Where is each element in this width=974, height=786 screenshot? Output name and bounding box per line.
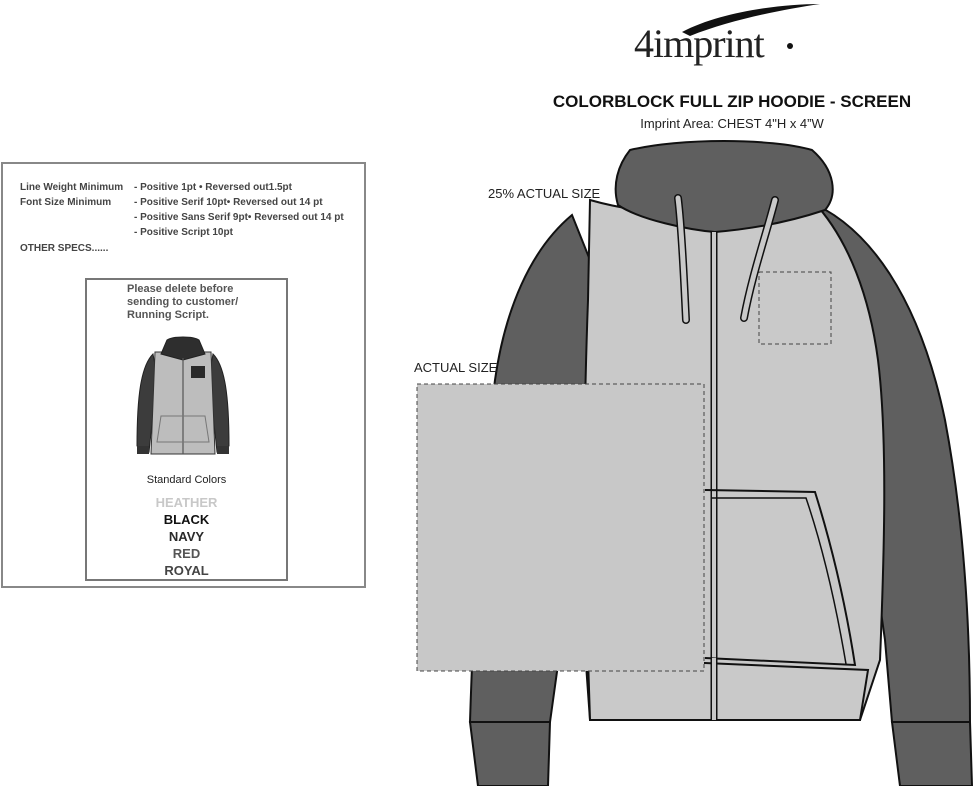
delete-note-line: sending to customer/ <box>127 296 239 308</box>
font-size-value-serif: - Positive Serif 10pt• Reversed out 14 p… <box>134 197 323 208</box>
spec-box: Line Weight Minimum - Positive 1pt • Rev… <box>1 162 366 588</box>
color-list: HEATHER BLACK NAVY RED ROYAL <box>87 494 286 579</box>
other-specs: OTHER SPECS...... <box>20 243 109 254</box>
color-heather: HEATHER <box>155 495 218 510</box>
imprint-area-text: Imprint Area: CHEST 4"H x 4”W <box>640 116 824 131</box>
quarter-size-label: 25% ACTUAL SIZE <box>488 186 601 201</box>
color-black: BLACK <box>163 512 210 527</box>
waistband <box>586 656 870 721</box>
font-size-label: Font Size Minimum <box>20 197 112 208</box>
company-logo: 4imprint <box>630 2 830 72</box>
delete-note-line: Running Script. <box>127 309 209 321</box>
standard-colors-label: Standard Colors <box>146 474 227 486</box>
font-size-value-script: - Positive Script 10pt <box>134 227 233 238</box>
delete-note-line: Please delete before <box>127 283 234 295</box>
logo-wordmark: 4imprint <box>634 21 765 66</box>
left-cuff <box>468 721 552 786</box>
hoodie-thumbnail <box>136 336 230 455</box>
hood <box>614 140 834 234</box>
color-royal: ROYAL <box>164 563 209 578</box>
pocket-inner <box>712 497 847 665</box>
right-cuff <box>890 721 974 786</box>
line-weight-value: - Positive 1pt • Reversed out1.5pt <box>134 182 292 193</box>
line-weight-label: Line Weight Minimum <box>20 182 124 193</box>
actual-size-box <box>416 383 705 672</box>
color-red: RED <box>172 546 201 561</box>
pocket <box>704 489 857 667</box>
color-navy: NAVY <box>168 529 205 544</box>
left-drawstring-fill <box>675 195 689 323</box>
logo-swoosh-icon <box>682 4 820 49</box>
preview-box: Please delete before sending to customer… <box>85 278 288 581</box>
product-title: COLORBLOCK FULL ZIP HOODIE - SCREEN <box>552 92 912 111</box>
imprint-area-25-box <box>758 271 832 345</box>
font-size-value-sans: - Positive Sans Serif 9pt• Reversed out … <box>134 212 344 223</box>
delete-note: Please delete before sending to customer… <box>127 283 238 322</box>
right-drawstring-fill <box>741 197 778 321</box>
actual-size-label: ACTUAL SIZE <box>414 360 498 375</box>
